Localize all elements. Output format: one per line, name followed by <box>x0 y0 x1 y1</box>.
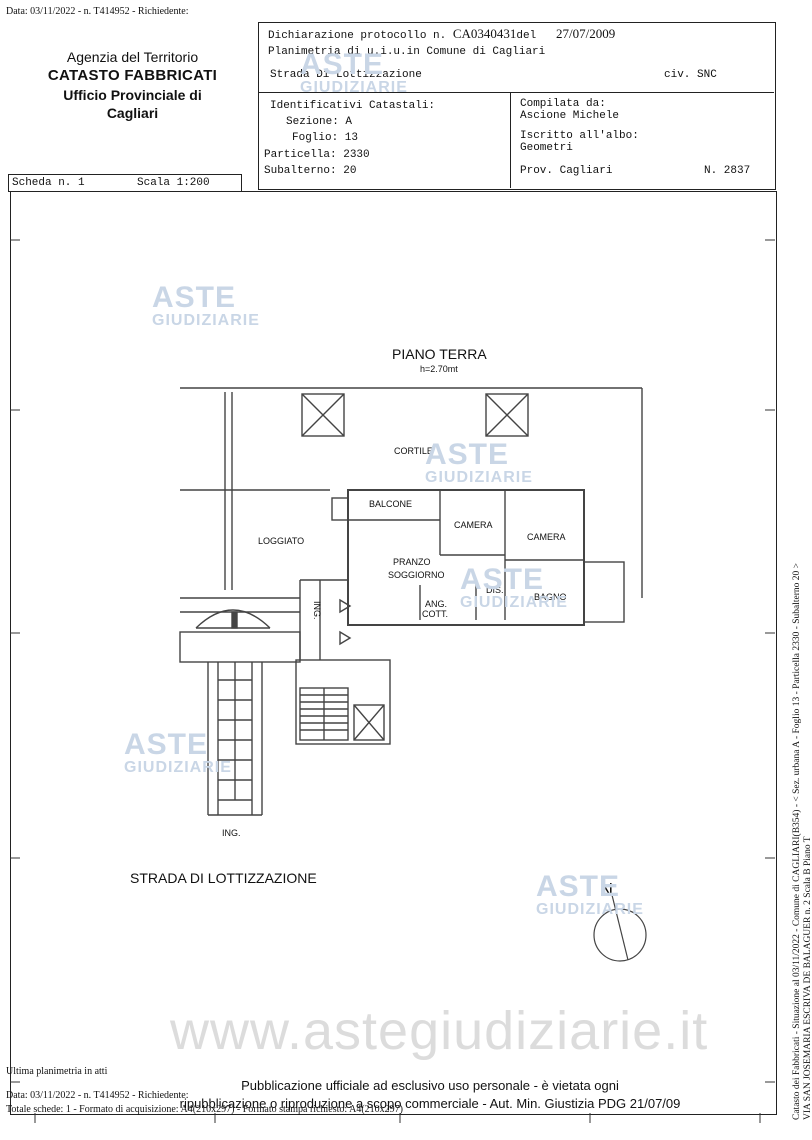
footer-data: Data: 03/11/2022 - n. T414952 - Richiede… <box>6 1090 189 1101</box>
street-label: STRADA DI LOTTIZZAZIONE <box>130 870 317 886</box>
compilata-title: Compilata da: <box>520 98 606 110</box>
publication-notice: Pubblicazione ufficiale ad esclusivo uso… <box>150 1077 710 1112</box>
side-line-1: Catasto dei Fabbricati - Situazione al 0… <box>792 562 802 1120</box>
floor-height: h=2.70mt <box>420 364 458 374</box>
declaration-line: Dichiarazione protocollo n. CA0340431del… <box>268 26 615 42</box>
del-label: del <box>516 30 537 42</box>
footer-totale: Totale schede: 1 - Formato di acquisizio… <box>6 1104 403 1115</box>
side-line-2: VIA SAN JOSEMARIA ESCRIVA DE BALAGUER n.… <box>803 836 812 1120</box>
agency-block: Agenzia del Territorio CATASTO FABBRICAT… <box>20 48 245 122</box>
room-cott: COTT. <box>422 609 448 619</box>
protocol-number: CA0340431 <box>452 26 517 41</box>
room-balcone: BALCONE <box>369 499 413 509</box>
website-watermark: www.astegiudiziarie.it <box>170 1001 709 1061</box>
publication-line-1: Pubblicazione ufficiale ad esclusivo uso… <box>241 1078 619 1093</box>
foglio-value: Foglio: 13 <box>292 132 359 144</box>
particella-value: Particella: 2330 <box>264 149 370 161</box>
entrance-label-bottom: ING. <box>222 828 241 838</box>
office-label: Ufficio Provinciale di <box>63 86 202 103</box>
declaration-box <box>258 22 776 190</box>
room-soggiorno: SOGGIORNO <box>388 570 445 580</box>
room-pranzo: PRANZO <box>393 557 431 567</box>
identificativi-title: Identificativi Catastali: <box>270 100 436 112</box>
room-loggiato: LOGGIATO <box>258 536 305 546</box>
province: Prov. Cagliari <box>520 165 613 177</box>
civic-number: civ. SNC <box>664 69 717 81</box>
scale-label: Scala 1:200 <box>137 177 210 189</box>
room-ang: ANG. <box>425 599 448 609</box>
plan-description: Planimetria di u.i.u.in Comune di Caglia… <box>268 46 546 58</box>
footer-ultima: Ultima planimetria in atti <box>6 1066 108 1077</box>
street-address: Strada Di Lottizzazione <box>270 69 422 81</box>
north-label: N <box>600 880 613 900</box>
drawing-frame <box>10 191 777 1115</box>
albo-title: Iscritto all'albo: <box>520 130 639 142</box>
declaration-date: 27/07/2009 <box>556 26 616 41</box>
albo-value: Geometri <box>520 142 573 154</box>
registration-number: N. 2837 <box>704 165 751 177</box>
publication-line-2: ripubblicazione o riproduzione a scopo c… <box>179 1095 681 1111</box>
side-cadastral-info: Catasto dei Fabbricati - Situazione al 0… <box>792 563 812 1120</box>
entrance-label-vertical: ING. <box>312 601 322 620</box>
sezione-value: Sezione: A <box>286 116 353 128</box>
room-camera-1: CAMERA <box>454 520 493 530</box>
subalterno-value: Subalterno: 20 <box>264 165 357 177</box>
office-city: Cagliari <box>106 104 159 121</box>
declaration-label: Dichiarazione protocollo n. <box>268 30 447 42</box>
floor-title: PIANO TERRA <box>392 346 487 362</box>
catasto-title: CATASTO FABBRICATI <box>47 67 218 85</box>
agency-name: Agenzia del Territorio <box>66 49 199 65</box>
room-dis: DIS. <box>486 585 504 595</box>
declaration-column-divider <box>510 92 511 188</box>
room-bagno: BAGNO <box>534 592 567 602</box>
declaration-divider <box>258 92 774 93</box>
room-cortile: CORTILE <box>394 446 433 456</box>
north-arrow-icon <box>593 894 647 962</box>
header-top-line: Data: 03/11/2022 - n. T414952 - Richiede… <box>6 6 189 17</box>
compiler-name: Ascione Michele <box>520 110 620 122</box>
room-camera-2: CAMERA <box>527 532 566 542</box>
scheda-label: Scheda n. 1 <box>12 177 85 189</box>
